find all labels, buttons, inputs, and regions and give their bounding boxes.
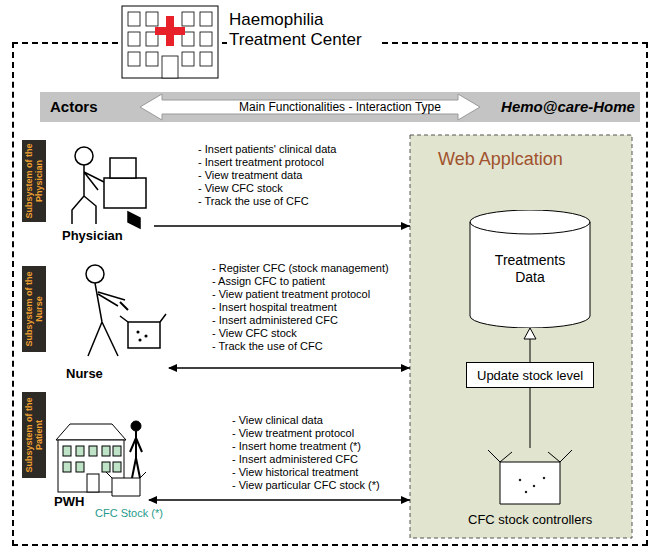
stock-label: CFC Stock (*) [95,507,163,519]
node-text: Main Functionalities - Interaction Type [150,100,530,114]
actor-patient: PWH [52,398,147,516]
subsystem-tag: Subsystem of the Nurse [22,266,46,352]
connector [530,328,531,362]
stock-controllers: CFC stock controllers [455,448,605,530]
node-text: Treatments Data [485,252,575,286]
patient-home [56,421,146,496]
functionality-item: - View clinical data [232,414,323,426]
connector [530,388,531,448]
subsystem-tag: Subsystem of the Physician [22,140,46,222]
node-text: Hemo@care-Home [498,98,638,115]
header-band: Actors Main Functionalities - Interaction… [40,92,640,122]
node-text: PWH [54,494,84,509]
web-application-panel: Web ApplcationTreatments DataUpdate stoc… [410,135,632,538]
connector [149,499,410,500]
functionality-item: - Track the use of CFC [212,340,323,352]
functionality-item: - View historical treatment [232,466,358,478]
node-text: Nurse [66,366,103,381]
panel-fill [410,135,632,538]
functionality-item: - View treatment data [198,169,302,181]
connector [154,225,410,226]
hospital-icon [120,2,220,80]
functionality-item: - View CFC stock [212,327,297,339]
functionality-item: - Assign CFC to patient [212,275,325,287]
functionality-item: - View particular CFC stock (*) [232,479,380,491]
cylinder-body [470,210,590,328]
functionality-item: - View CFC stock [198,182,283,194]
functionality-item: - Insert administered CFC [232,453,358,465]
database-cylinder: Treatments Data [469,210,591,328]
actor-physician: Physician [52,140,152,246]
functionality-item: - Track the use of CFC [198,195,309,207]
band-fill [40,92,640,122]
connector [169,367,410,368]
nurse-figure [86,265,166,356]
process-box: Update stock level [466,362,594,388]
functionality-item: - Register CFC (stock management) [212,262,389,274]
subsystem-label: Subsystem of the Patient [22,392,46,478]
functionality-item: - View treatment protocol [232,427,354,439]
node-text: Web Applcation [438,149,563,170]
node-text: Haemophilia Treatment Center [227,10,381,50]
functionality-item: - View patient treatment protocol [212,288,370,300]
node-text: Actors [50,98,98,115]
stock-box-icon [488,450,572,504]
node-text: CFC stock controllers [468,512,592,527]
physician-figure [72,147,146,228]
subsystem-tag: Subsystem of the Patient [22,392,46,478]
subsystem-label: Subsystem of the Nurse [22,266,46,352]
functionality-item: - Insert patients' clinical data [198,143,336,155]
functionality-item: - Insert administered CFC [212,314,338,326]
node-text: Update stock level [477,368,583,383]
functionality-item: - Insert hospital treatment [212,301,337,313]
cylinder-rim [470,222,590,234]
functionality-item: - Insert treatment protocol [198,156,324,168]
node-text: Physician [62,228,123,243]
actor-nurse: Nurse [52,262,167,384]
functionality-item: - Insert home treatment (*) [232,440,361,452]
subsystem-label: Subsystem of the Physician [22,140,46,222]
